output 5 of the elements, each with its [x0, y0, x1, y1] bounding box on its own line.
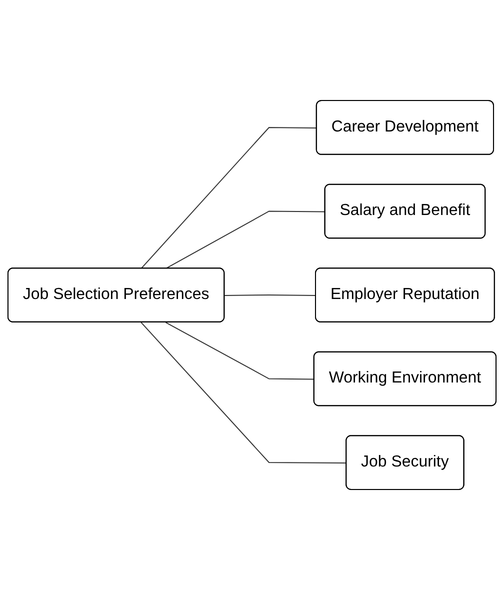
connector [140, 322, 348, 464]
connector [165, 210, 326, 270]
connector [224, 294, 316, 296]
connector [165, 322, 315, 380]
connector [140, 126, 318, 270]
